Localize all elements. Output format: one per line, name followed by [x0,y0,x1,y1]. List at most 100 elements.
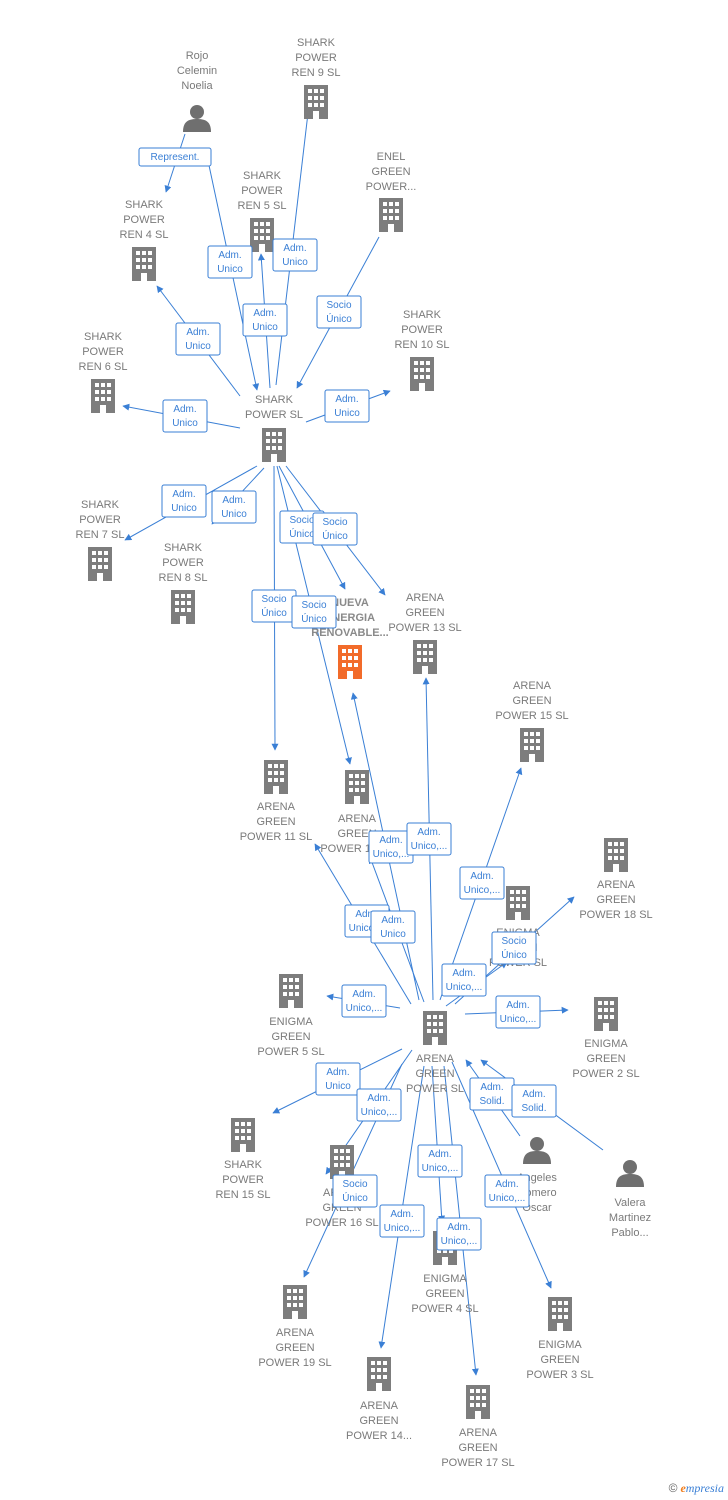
edge-label-box[interactable] [316,295,362,329]
node-label: POWER 2 SL [572,1068,639,1080]
node-enel[interactable]: ENELGREENPOWER... [366,151,417,232]
node-label: POWER [79,514,121,526]
edge-label-box[interactable] [211,490,257,524]
edge-label-rojo-sp[interactable]: Adm.Unico [207,245,253,279]
edge-label-ag-ag15[interactable]: Adm.Unico,... [459,866,505,900]
edge-label-box[interactable] [175,322,221,356]
footer-brand[interactable]: ©empresia [669,1481,724,1496]
edge-label-ag-ag14[interactable]: Adm.Unico,... [379,1204,425,1238]
edge-label-ag-eg5[interactable]: Adm.Unico,... [341,984,387,1018]
edge-label-sp-sp8[interactable]: Adm.Unico [211,490,257,524]
edge-label-box[interactable] [484,1174,530,1208]
node-nueva[interactable]: NUEVAENERGIARENOVABLE... [311,597,389,679]
node-label: POWER 18 SL [579,909,652,921]
edge-label-box[interactable] [495,995,541,1029]
edge-label-box[interactable] [207,245,253,279]
edge-label-box[interactable] [511,1084,557,1118]
node-label: REN 5 SL [238,200,287,212]
edge-label-ag-ag16[interactable]: Adm.Unico,... [356,1088,402,1122]
edge-label-box[interactable] [332,1174,378,1208]
edge-label-box[interactable] [161,484,207,518]
node-label: POWER 4 SL [411,1303,478,1315]
edge-labels-layer: Represent.Adm.UnicoAdm.UnicoAdm.UnicoSoc… [138,147,557,1251]
edge-label-box[interactable] [406,822,452,856]
edge-label-ag-eg3[interactable]: Adm.Unico,... [484,1174,530,1208]
edge-label-ag-eg[interactable]: Adm.Unico,... [441,963,487,997]
edge-label-sp-sp4[interactable]: Adm.Unico [175,322,221,356]
node-label: POWER SL [245,409,303,421]
node-label: GREEN [405,607,444,619]
edge-label-box[interactable] [138,147,212,167]
node-valera[interactable]: ValeraMartinezPablo... [609,1160,651,1239]
edge-label-sp-sp7[interactable]: Adm.Unico [161,484,207,518]
edge-label-box[interactable] [379,1204,425,1238]
node-label: SHARK [164,542,203,554]
edge-label-box[interactable] [242,303,288,337]
edge-label-box[interactable] [356,1088,402,1122]
node-label: ENIGMA [538,1339,582,1351]
edge-label-ag-ag12[interactable]: Adm.Unico [370,910,416,944]
edge-label-box[interactable] [441,963,487,997]
edge-label-sp-sp6[interactable]: Adm.Unico [162,399,208,433]
edge-label-sp-sp9[interactable]: Adm.Unico [272,238,318,272]
edge-label-ag-ag13[interactable]: Adm.Unico,... [406,822,452,856]
edge-label-ag-eg2[interactable]: Adm.Unico,... [495,995,541,1029]
edge-label-ag-ag17[interactable]: Adm.Unico,... [436,1217,482,1251]
node-label: POWER [241,185,283,197]
edge-label-ag-eg4[interactable]: Adm.Unico,... [417,1144,463,1178]
edge-label-angeles-ag[interactable]: Adm.Solid. [469,1077,515,1111]
edge-label-box[interactable] [341,984,387,1018]
edge-label-ag-nueva[interactable]: Adm.Unico,... [368,830,414,864]
edge-label-box[interactable] [315,1062,361,1096]
edge-label-box[interactable] [436,1217,482,1251]
edge-label-box[interactable] [324,389,370,423]
edge-label-text: Unico,... [422,1163,459,1174]
edge-label-box[interactable] [291,595,337,629]
node-label: ARENA [338,813,377,825]
node-label: GREEN [359,1415,398,1427]
building-icon [367,1357,391,1391]
edge-label-box[interactable] [491,931,537,965]
edge-label-ag-sp15[interactable]: Adm.Unico [315,1062,361,1096]
edge-label-rojo-sp4[interactable]: Represent. [138,147,212,167]
edge-label-box[interactable] [162,399,208,433]
edge-label-box[interactable] [370,910,416,944]
edge-label-sp-sp10[interactable]: Adm.Unico [324,389,370,423]
edge-label-sp-sp5[interactable]: Adm.Unico [242,303,288,337]
edge-label-box[interactable] [459,866,505,900]
edge-label-box[interactable] [312,512,358,546]
edge-label-valera-ag[interactable]: Adm.Solid. [511,1084,557,1118]
edge-label-box[interactable] [272,238,318,272]
node-label: REN 10 SL [394,339,449,351]
edge-label-box[interactable] [417,1144,463,1178]
